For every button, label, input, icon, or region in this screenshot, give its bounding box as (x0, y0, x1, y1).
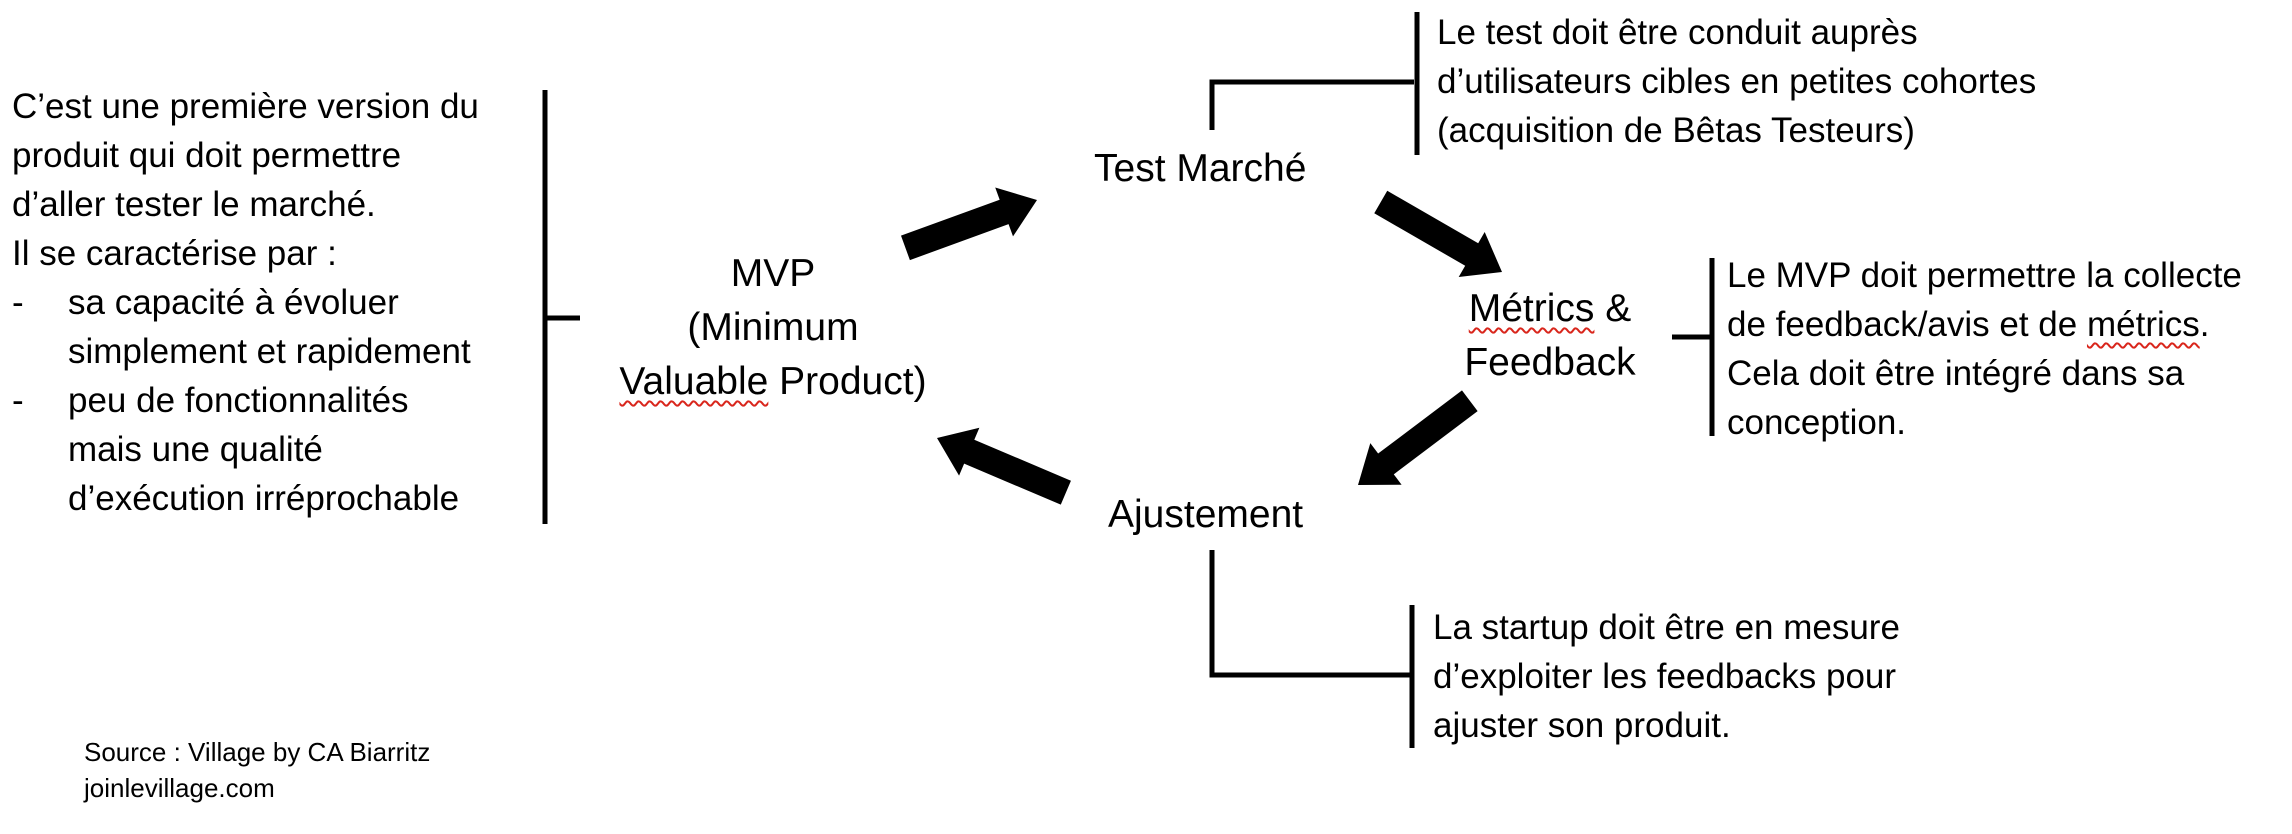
metrics-node-line: Feedback (1464, 341, 1636, 384)
list-item-line: d’exécution irréprochable (68, 479, 460, 518)
source-credit: Source : Village by CA Biarritz joinlevi… (84, 734, 430, 806)
metrics-description-line: de feedback/avis et de métrics. (1727, 300, 2242, 349)
mvp-characteristics-list: sa capacité à évoluer simplement et rapi… (12, 278, 479, 523)
mvp-description-line: Il se caractérise par : (12, 234, 337, 273)
list-item-line: peu de fonctionnalités (68, 381, 409, 420)
list-item-line: mais une qualité (68, 430, 323, 469)
metrics-description-line: conception. (1727, 403, 1907, 442)
metrics-description-line: Le MVP doit permettre la collecte (1727, 256, 2242, 295)
list-item: sa capacité à évoluer simplement et rapi… (12, 278, 479, 376)
mvp-description-line: C’est une première version du (12, 87, 479, 126)
ajustement-description-line: d’exploiter les feedbacks pour (1433, 657, 1897, 696)
ajustement-connector (1209, 550, 1410, 678)
mvp-node-line: MVP (730, 252, 816, 295)
metrics-description-line: Cela doit être intégré dans sa (1727, 354, 2185, 393)
metrics-description-text: . (2199, 305, 2210, 344)
list-item-line: simplement et rapidement (68, 332, 471, 371)
metrics-feedback-node: Métrics & Feedback (1440, 282, 1660, 390)
source-url: joinlevillage.com (84, 773, 275, 803)
metrics-node-word: Métrics (1468, 287, 1595, 330)
ajustement-node: Ajustement (1108, 493, 1304, 536)
test-description-line: d’utilisateurs cibles en petites cohorte… (1437, 62, 2037, 101)
source-line: Source : Village by CA Biarritz (84, 737, 431, 767)
metrics-node-line-rest: & (1594, 287, 1632, 330)
test-description-line: (acquisition de Bêtas Testeurs) (1437, 111, 1915, 150)
test-marche-node: Test Marché (1094, 147, 1307, 190)
arrow-ajustement-to-mvp (937, 427, 1071, 505)
metrics-description-word: métrics (2086, 305, 2200, 344)
metrics-description-text: de feedback/avis et de (1727, 305, 2087, 344)
test-description: Le test doit être conduit auprès d’utili… (1437, 8, 2036, 155)
list-item: peu de fonctionnalités mais une qualité … (12, 376, 479, 523)
mvp-node-line: Valuable Product) (588, 355, 958, 409)
ajustement-description-line: ajuster son produit. (1433, 706, 1731, 745)
arrow-mvp-to-test (900, 187, 1037, 261)
mvp-node-valuable-word: Valuable (619, 360, 769, 403)
list-item-line: sa capacité à évoluer (68, 283, 399, 322)
mvp-node-line: (Minimum (687, 306, 859, 349)
test-description-line: Le test doit être conduit auprès (1437, 13, 1918, 52)
arrow-test-to-metrics (1374, 190, 1502, 278)
metrics-description: Le MVP doit permettre la collecte de fee… (1727, 251, 2242, 447)
mvp-description-line: produit qui doit permettre (12, 136, 402, 175)
ajustement-description: La startup doit être en mesure d’exploit… (1433, 603, 1900, 750)
mvp-description: C’est une première version du produit qu… (12, 82, 479, 523)
mvp-description-line: d’aller tester le marché. (12, 185, 376, 224)
mvp-node-line-rest: Product) (768, 360, 927, 403)
mvp-node: MVP (Minimum Valuable Product) (588, 247, 958, 409)
ajustement-description-line: La startup doit être en mesure (1433, 608, 1900, 647)
metrics-node-line: Métrics & (1440, 282, 1660, 336)
test-connector (1209, 79, 1414, 130)
arrow-metrics-to-ajustement (1358, 390, 1478, 485)
